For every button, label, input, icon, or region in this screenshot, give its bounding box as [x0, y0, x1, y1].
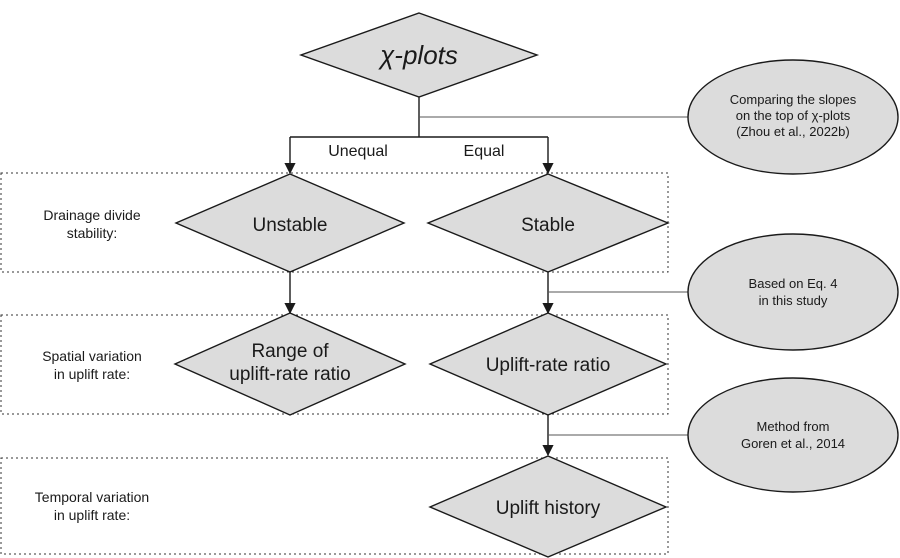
section-drainage-label-line1: Drainage divide [43, 207, 140, 223]
unstable-diamond [174, 173, 406, 273]
chi-plots-label: χ-plots [378, 40, 458, 70]
edge-label-equal: Equal [464, 143, 505, 160]
note-ellipses [687, 59, 899, 493]
range-label-line1: Range of [251, 341, 329, 362]
section-spatial-box [0, 314, 669, 415]
section-temporal-box [0, 457, 669, 555]
note-slopes-ellipse [687, 59, 899, 175]
note-method-line1: Method from [757, 419, 830, 434]
section-temporal-label-line1: Temporal variation [35, 489, 149, 505]
section-spatial-label-line2: in uplift rate: [54, 366, 130, 382]
chi-plots-diamond [298, 12, 540, 98]
note-slopes-line2: on the top of χ-plots [736, 108, 851, 123]
section-drainage-label-line2: stability: [67, 225, 118, 241]
range-diamond [173, 312, 407, 416]
stable-label: Stable [521, 215, 575, 236]
note-method-ellipse [687, 377, 899, 493]
history-label: Uplift history [496, 498, 601, 519]
connectors [284, 97, 554, 457]
note-slopes-line3: (Zhou et al., 2022b) [736, 124, 849, 139]
decision-nodes [173, 12, 670, 558]
unstable-label: Unstable [253, 215, 328, 236]
section-temporal-label-line2: in uplift rate: [54, 507, 130, 523]
note-method-line2: Goren et al., 2014 [741, 436, 845, 451]
note-leaders [419, 116, 690, 436]
edge-label-unequal: Unequal [328, 143, 388, 160]
note-eq-line2: in this study [759, 293, 828, 308]
section-spatial-label-line1: Spatial variation [42, 348, 142, 364]
note-eq-line1: Based on Eq. 4 [749, 276, 838, 291]
note-slopes-line1: Comparing the slopes [730, 92, 857, 107]
history-diamond [428, 455, 668, 558]
stable-diamond [426, 173, 670, 273]
range-label-line2: uplift-rate ratio [229, 364, 350, 385]
note-eq-ellipse [687, 233, 899, 351]
ratio-diamond [428, 312, 668, 416]
ratio-label: Uplift-rate ratio [486, 355, 611, 376]
